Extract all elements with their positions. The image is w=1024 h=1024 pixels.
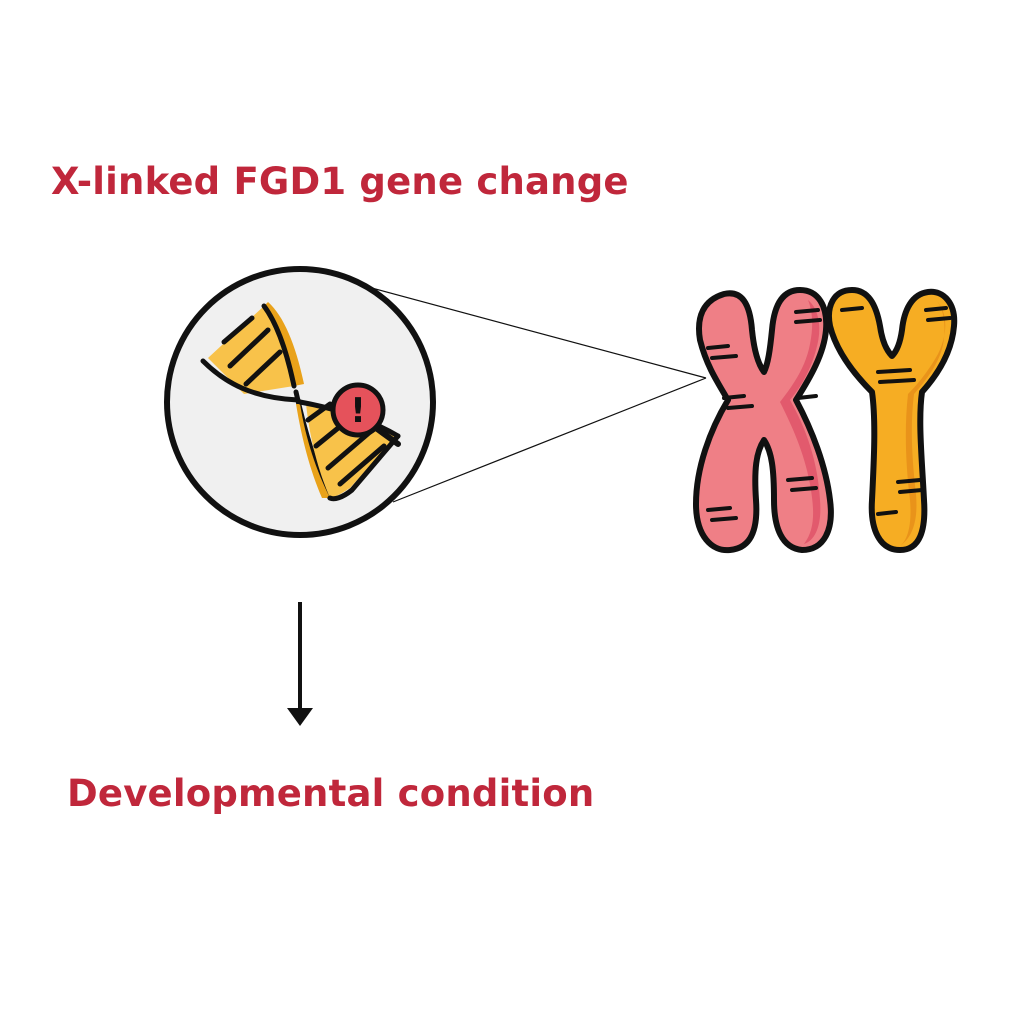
dna-ribbon-lower-edge	[327, 433, 401, 502]
dna-rungs-upper	[221, 315, 283, 387]
alert-badge-symbol: !	[350, 391, 366, 431]
x-chromosome-shade-right	[780, 300, 821, 544]
arrow-down-icon	[287, 602, 313, 726]
dna-ribbon-upper-edge	[261, 303, 297, 389]
zoom-line-bottom	[392, 377, 707, 503]
gene-change-label: X-linked FGD1 gene change	[51, 160, 629, 203]
y-chromosome-bands	[840, 306, 952, 516]
y-chromosome-body	[826, 287, 958, 553]
alert-badge-circle	[330, 382, 386, 438]
alert-badge-icon: !	[330, 382, 401, 447]
dna-ribbon-upper-outer	[200, 358, 301, 403]
outcome-label: Developmental condition	[67, 772, 595, 815]
dna-rungs-lower	[305, 401, 387, 487]
x-chromosome-bands	[706, 308, 822, 522]
y-chromosome	[826, 287, 958, 553]
alert-badge-handle	[373, 425, 401, 447]
zoom-connector	[367, 286, 707, 503]
zoom-line-top	[367, 286, 707, 379]
dna-ribbon-lower-shade	[296, 404, 330, 498]
arrow-head	[287, 708, 313, 726]
dna-ribbon-upper	[208, 306, 294, 394]
x-chromosome	[693, 287, 834, 554]
y-chromosome-shade	[900, 300, 946, 546]
